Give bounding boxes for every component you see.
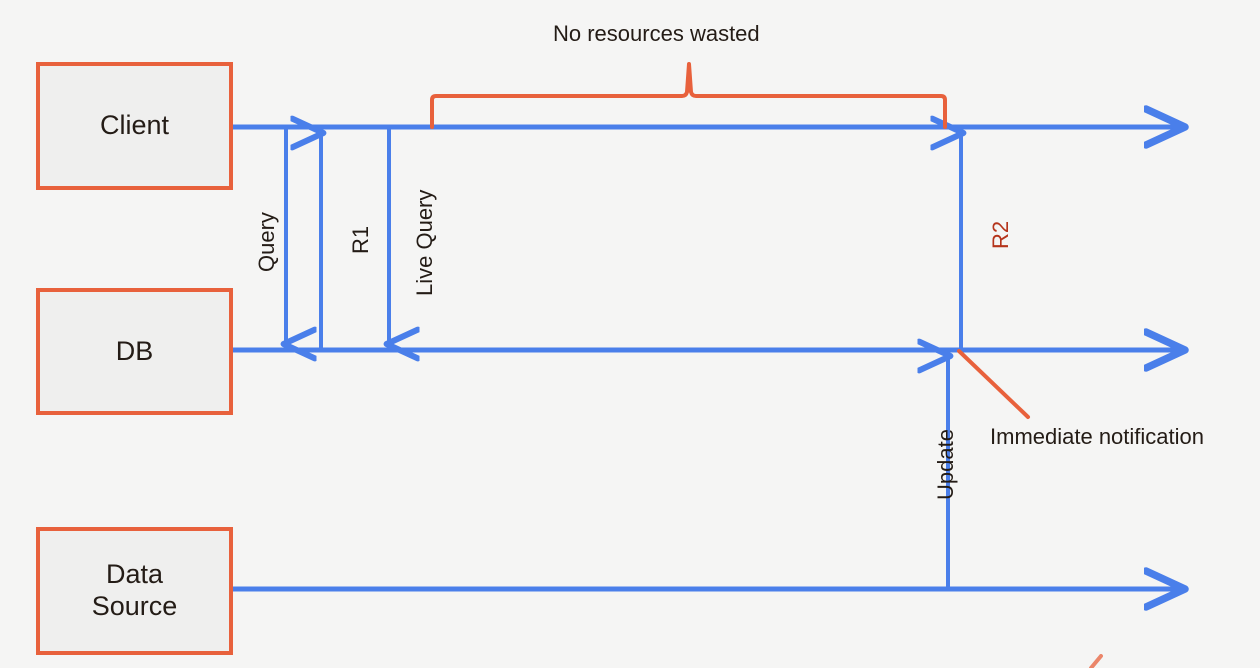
callout-line-immediate-notification	[957, 349, 1030, 419]
message-label-query: Query	[254, 212, 280, 272]
message-label-query-text: Query	[254, 212, 279, 272]
brace-no-resources-wasted	[430, 62, 947, 129]
annotation-label-no-resources-wasted: No resources wasted	[553, 21, 760, 47]
message-label-update-text: Update	[933, 429, 958, 500]
message-label-update: Update	[933, 429, 959, 500]
participant-box-client[interactable]: Client	[36, 62, 233, 190]
annotation-label-immediate-notification: Immediate notification	[990, 424, 1204, 450]
message-label-r1: R1	[348, 226, 374, 254]
participant-label-data-source: Data Source	[91, 559, 178, 621]
participant-label-client: Client	[99, 110, 170, 141]
annotation-label-no-resources-wasted-text: No resources wasted	[553, 21, 760, 46]
callout-line-fragment-bottom	[1089, 654, 1103, 668]
message-label-r2: R2	[988, 221, 1014, 249]
participant-label-db: DB	[115, 335, 154, 366]
message-label-live-query-text: Live Query	[412, 189, 437, 296]
message-label-r1-text: R1	[348, 225, 373, 254]
annotation-label-immediate-notification-text: Immediate notification	[990, 424, 1204, 449]
message-label-r2-text: R2	[988, 220, 1013, 249]
message-label-live-query: Live Query	[412, 190, 438, 296]
participant-box-db[interactable]: DB	[36, 288, 233, 415]
participant-box-data-source[interactable]: Data Source	[36, 527, 233, 655]
